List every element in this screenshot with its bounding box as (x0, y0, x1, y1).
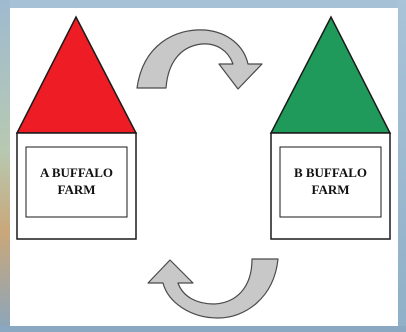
farm-a-label: A BUFFALO FARM (26, 164, 127, 198)
curved-arrow-right-icon (136, 29, 263, 90)
farm-b (269, 15, 392, 240)
farm-a-roof (15, 15, 138, 134)
farm-b-label-line1: B BUFFALO (293, 165, 368, 180)
farm-a (15, 15, 138, 240)
farm-a-sign (25, 146, 128, 218)
farm-b-roof (269, 15, 392, 134)
background-right (398, 0, 406, 332)
farm-b-label: B BUFFALO FARM (280, 164, 381, 198)
farm-a-label-line1: A BUFFALO (39, 165, 114, 180)
farm-a-label-line2: FARM (57, 182, 96, 197)
background-top (0, 0, 406, 8)
farm-b-label-line2: FARM (311, 182, 350, 197)
background-left (0, 0, 10, 332)
background-bottom (0, 326, 406, 332)
curved-arrow-left-icon (147, 258, 279, 319)
farm-b-sign (279, 146, 382, 218)
